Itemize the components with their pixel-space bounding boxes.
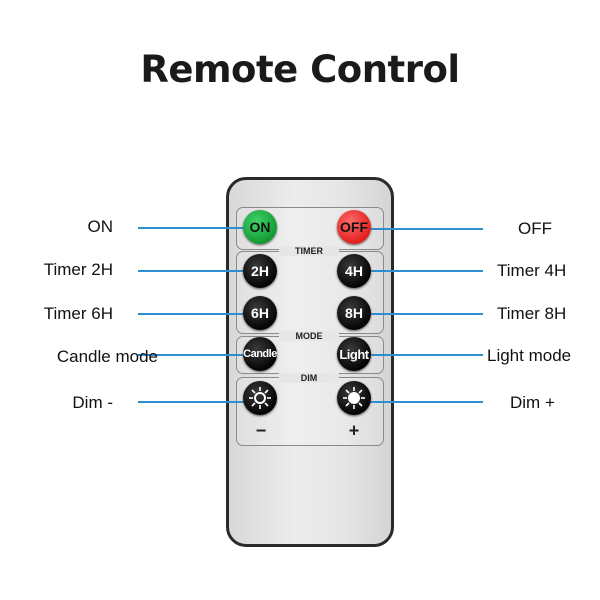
- timer-label: TIMER: [279, 246, 339, 256]
- candle-mode-button[interactable]: Candle: [243, 337, 277, 371]
- timer-6h-button[interactable]: 6H: [243, 296, 277, 330]
- sun-filled-icon: [343, 387, 365, 409]
- label-dim-plus: Dim +: [510, 393, 555, 412]
- pointer-line: [368, 354, 483, 356]
- label-timer-4h: Timer 4H: [497, 261, 567, 280]
- label-on: ON: [87, 217, 114, 236]
- title: Remote Control: [140, 48, 460, 91]
- dim-up-button[interactable]: [337, 381, 371, 415]
- timer-4h-button[interactable]: 4H: [337, 254, 371, 288]
- light-mode-button[interactable]: Light: [337, 337, 371, 371]
- minus-sign: −: [255, 420, 267, 441]
- pointer-line: [138, 227, 246, 229]
- label-off: OFF: [518, 219, 552, 238]
- dim-label: DIM: [279, 373, 339, 383]
- label-dim-minus: Dim -: [72, 393, 113, 412]
- label-light-mode: Light mode: [487, 346, 572, 365]
- label-timer-8h: Timer 8H: [497, 304, 567, 323]
- plus-sign: +: [348, 420, 360, 441]
- timer-2h-button[interactable]: 2H: [243, 254, 277, 288]
- timer-8h-button[interactable]: 8H: [337, 296, 371, 330]
- pointer-line: [368, 401, 483, 403]
- label-timer-6h: Timer 6H: [43, 304, 113, 323]
- label-candle-mode: Candle mode: [56, 347, 158, 366]
- pointer-line: [138, 270, 246, 272]
- off-button[interactable]: OFF: [337, 210, 371, 244]
- dim-down-button[interactable]: [243, 381, 277, 415]
- mode-label: MODE: [279, 331, 339, 341]
- label-timer-2h: Timer 2H: [43, 260, 113, 279]
- on-button[interactable]: ON: [243, 210, 277, 244]
- pointer-line: [138, 313, 246, 315]
- pointer-line: [368, 313, 483, 315]
- pointer-line: [138, 401, 246, 403]
- pointer-line: [138, 354, 246, 356]
- pointer-line: [368, 228, 483, 230]
- pointer-line: [368, 270, 483, 272]
- sun-outline-icon: [249, 387, 271, 409]
